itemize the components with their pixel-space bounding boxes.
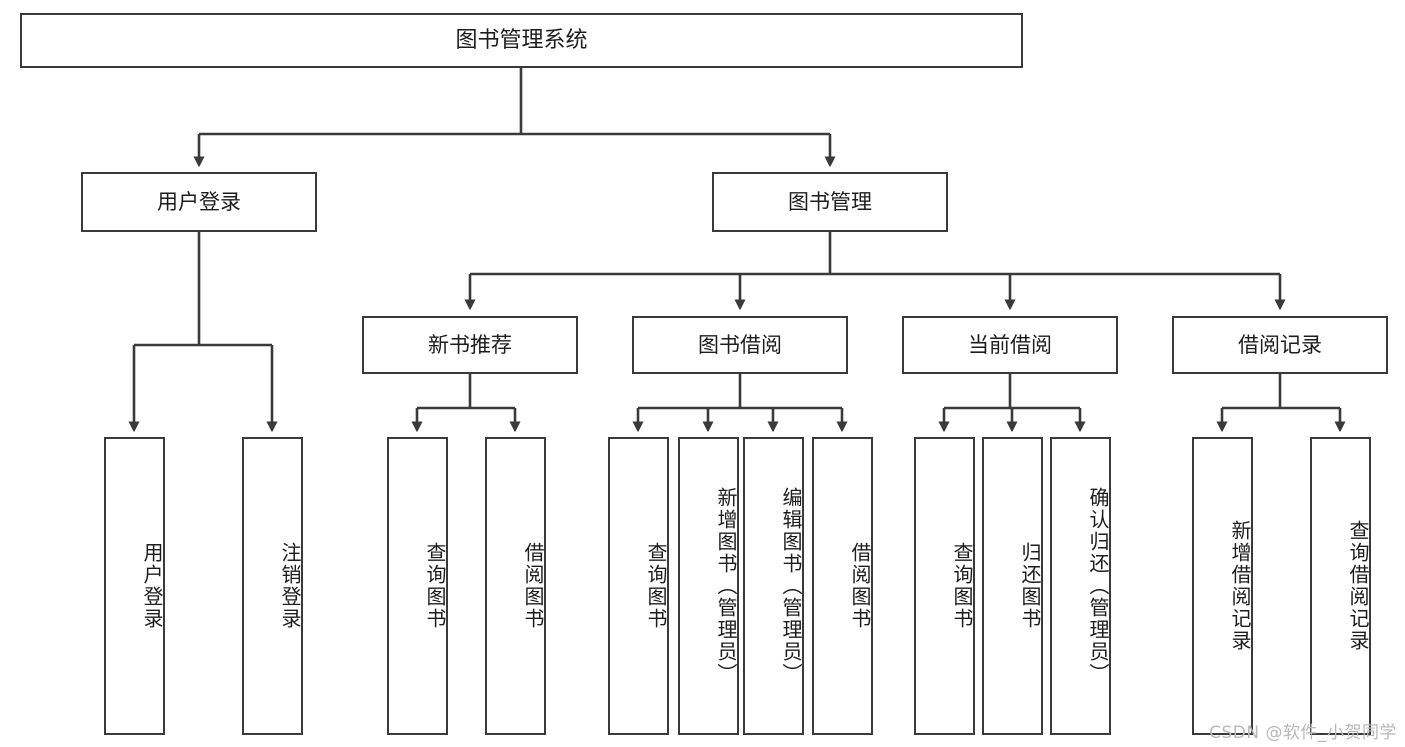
leaf-query-books-recommend[interactable]: 查询图书 bbox=[387, 437, 448, 735]
node-current-borrow[interactable]: 当前借阅 bbox=[902, 316, 1118, 374]
leaf-query-books-borrow[interactable]: 查询图书 bbox=[608, 437, 669, 735]
leaf-edit-book-admin[interactable]: 编辑图书（管理员） bbox=[743, 437, 804, 735]
leaf-confirm-return-admin[interactable]: 确认归还（管理员） bbox=[1050, 437, 1111, 735]
watermark-text: CSDN @软件_小贺同学 bbox=[1209, 723, 1397, 743]
node-root-system[interactable]: 图书管理系统 bbox=[20, 13, 1023, 68]
leaf-borrow-books[interactable]: 借阅图书 bbox=[812, 437, 873, 735]
leaf-user-login[interactable]: 用户登录 bbox=[104, 437, 165, 735]
leaf-add-borrow-record[interactable]: 新增借阅记录 bbox=[1192, 437, 1253, 735]
leaf-return-books[interactable]: 归还图书 bbox=[982, 437, 1043, 735]
node-borrow-record[interactable]: 借阅记录 bbox=[1172, 316, 1388, 374]
leaf-query-books-current[interactable]: 查询图书 bbox=[914, 437, 975, 735]
node-user-login[interactable]: 用户登录 bbox=[81, 172, 317, 232]
node-book-management[interactable]: 图书管理 bbox=[712, 172, 948, 232]
node-book-borrow[interactable]: 图书借阅 bbox=[632, 316, 848, 374]
leaf-query-borrow-record[interactable]: 查询借阅记录 bbox=[1310, 437, 1371, 735]
leaf-logout[interactable]: 注销登录 bbox=[242, 437, 303, 735]
leaf-borrow-books-recommend[interactable]: 借阅图书 bbox=[485, 437, 546, 735]
leaf-add-book-admin[interactable]: 新增图书（管理员） bbox=[678, 437, 739, 735]
node-new-book-recommend[interactable]: 新书推荐 bbox=[362, 316, 578, 374]
